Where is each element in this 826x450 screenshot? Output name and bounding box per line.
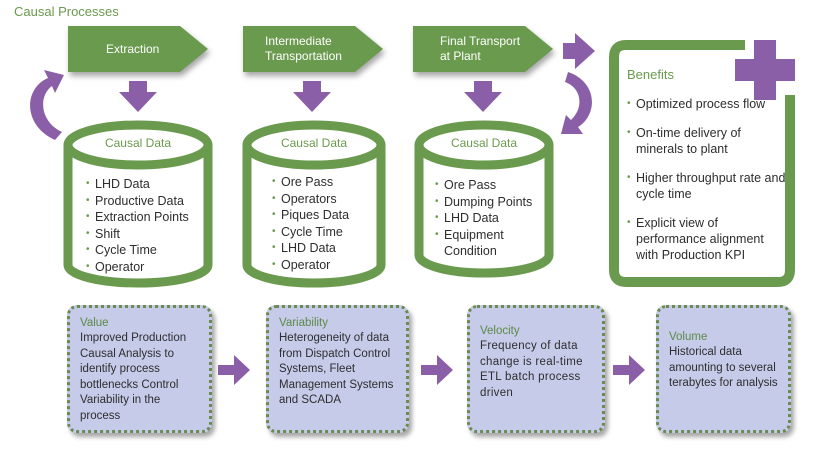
v-box-text: Heterogeneity of data from Dispatch Cont… [279, 332, 394, 406]
benefit-item: Explicit view of performance alignment w… [627, 215, 787, 263]
v-box-volume: Volume Historical data amounting to seve… [656, 305, 791, 433]
process-label-line: Final Transport [440, 34, 521, 48]
v-box-title: Velocity [480, 325, 520, 337]
list-item: Operator [272, 257, 349, 274]
benefit-item: On-time delivery of minerals to plant [627, 125, 787, 157]
process-label-line: at Plant [440, 49, 481, 63]
list-item: Operators [272, 191, 349, 208]
list-item: Productive Data [86, 193, 189, 210]
process-label: Extraction [106, 41, 160, 56]
down-arrow-icon [464, 81, 502, 112]
process-extraction: Extraction [68, 26, 208, 72]
cylinder-title: Causal Data [280, 136, 348, 150]
list-item: LHD Data [86, 176, 189, 193]
benefits-list: Optimized process flow On-time delivery … [627, 96, 787, 276]
list-item: Ore Pass [435, 177, 535, 194]
list-item: Equipment Condition [435, 227, 535, 260]
list-item: Ore Pass [272, 174, 349, 191]
v-box-velocity: Velocity Frequency of data change is rea… [467, 305, 605, 433]
plus-icon [735, 40, 795, 100]
list-item: Dumping Points [435, 194, 535, 211]
curved-arrow-icon [30, 70, 65, 140]
benefits-title: Benefits [627, 67, 674, 82]
list-item: Cycle Time [86, 242, 189, 259]
list-item: Operator [86, 259, 189, 276]
causal-data-list-final: Ore Pass Dumping Points LHD Data Equipme… [435, 177, 535, 260]
v-box-text: Historical data amounting to several ter… [669, 346, 778, 389]
list-item: Extraction Points [86, 209, 189, 226]
benefit-item: Optimized process flow [627, 96, 787, 112]
v-box-value: Value Improved Production Causal Analysi… [67, 305, 212, 433]
process-intermediate-transportation: Intermediate Transportation [243, 26, 383, 72]
right-arrow-icon [218, 355, 250, 385]
list-item: Cycle Time [272, 224, 349, 241]
process-label-line: Intermediate [265, 34, 332, 48]
list-item: Shift [86, 226, 189, 243]
process-label: Intermediate Transportation [243, 34, 342, 64]
process-label-line: Transportation [265, 49, 342, 63]
causal-data-list-intermediate: Ore Pass Operators Piques Data Cycle Tim… [272, 174, 349, 274]
v-box-title: Value [80, 317, 109, 329]
down-arrow-icon [119, 81, 157, 112]
process-label: Final Transport at Plant [413, 34, 520, 64]
v-box-text: Frequency of data change is real-time ET… [480, 340, 583, 399]
right-arrow-icon [563, 33, 595, 69]
v-box-variability: Variability Heterogeneity of data from D… [266, 305, 409, 433]
v-box-text: Improved Production Causal Analysis to i… [80, 332, 187, 422]
cylinder-title: Causal Data [450, 136, 518, 150]
cylinder-title: Causal Data [104, 136, 172, 150]
list-item: Piques Data [272, 207, 349, 224]
down-arrow-icon [293, 81, 331, 112]
causal-data-list-extraction: LHD Data Productive Data Extraction Poin… [86, 176, 189, 276]
benefit-item: Higher throughput rate and cycle time [627, 170, 787, 202]
process-final-transport: Final Transport at Plant [413, 26, 553, 72]
list-item: LHD Data [435, 210, 535, 227]
right-arrow-icon [613, 355, 645, 385]
list-item: LHD Data [272, 240, 349, 257]
right-arrow-icon [421, 355, 453, 385]
v-box-title: Volume [669, 331, 708, 343]
diagram-title: Causal Processes [14, 4, 119, 19]
curved-arrow-icon [561, 72, 592, 134]
v-box-title: Variability [279, 317, 328, 329]
